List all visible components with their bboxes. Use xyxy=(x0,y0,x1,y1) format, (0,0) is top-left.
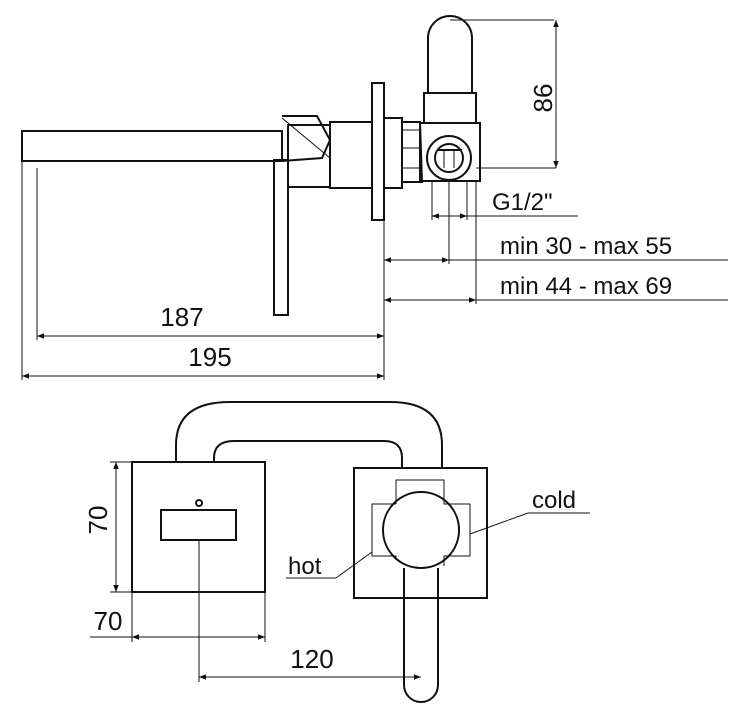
dim-70-horizontal-label: 70 xyxy=(94,606,123,636)
dim-120-label: 120 xyxy=(290,644,333,674)
range-outer-label: min 44 - max 69 xyxy=(500,273,672,300)
valve-body xyxy=(329,82,481,221)
lever-handle xyxy=(427,15,554,93)
dimension-thread: G1/2" xyxy=(431,180,578,220)
range-inner-label: min 30 - max 55 xyxy=(500,233,672,260)
dim-70-vertical-label: 70 xyxy=(83,506,113,535)
dimension-70-vertical: 70 xyxy=(83,461,132,593)
dimension-range-inner: min 30 - max 55 xyxy=(384,180,728,264)
dimension-120: 120 xyxy=(198,540,421,682)
dimension-195: 195 xyxy=(21,161,384,380)
dimension-187: 187 xyxy=(36,168,384,340)
spout xyxy=(21,115,332,316)
hot-label: hot xyxy=(288,553,322,580)
callout-cold: cold xyxy=(469,487,590,535)
callout-hot: hot xyxy=(286,551,373,580)
dimension-86: 86 xyxy=(476,20,559,169)
cold-label: cold xyxy=(532,487,576,514)
side-view: 86 G1/2" min 30 - max 55 min 44 - max 69 xyxy=(21,15,728,380)
mixer-plate xyxy=(353,467,488,703)
dimension-range-outer: min 44 - max 69 xyxy=(384,180,728,304)
dim-195-label: 195 xyxy=(188,342,231,372)
dim-187-label: 187 xyxy=(160,302,203,332)
front-view: 70 70 120 cold hot xyxy=(83,401,590,703)
dim-86-label: 86 xyxy=(528,84,558,113)
connecting-pipe xyxy=(175,401,443,468)
dimension-70-horizontal: 70 xyxy=(90,592,266,642)
thread-label: G1/2" xyxy=(492,189,553,216)
